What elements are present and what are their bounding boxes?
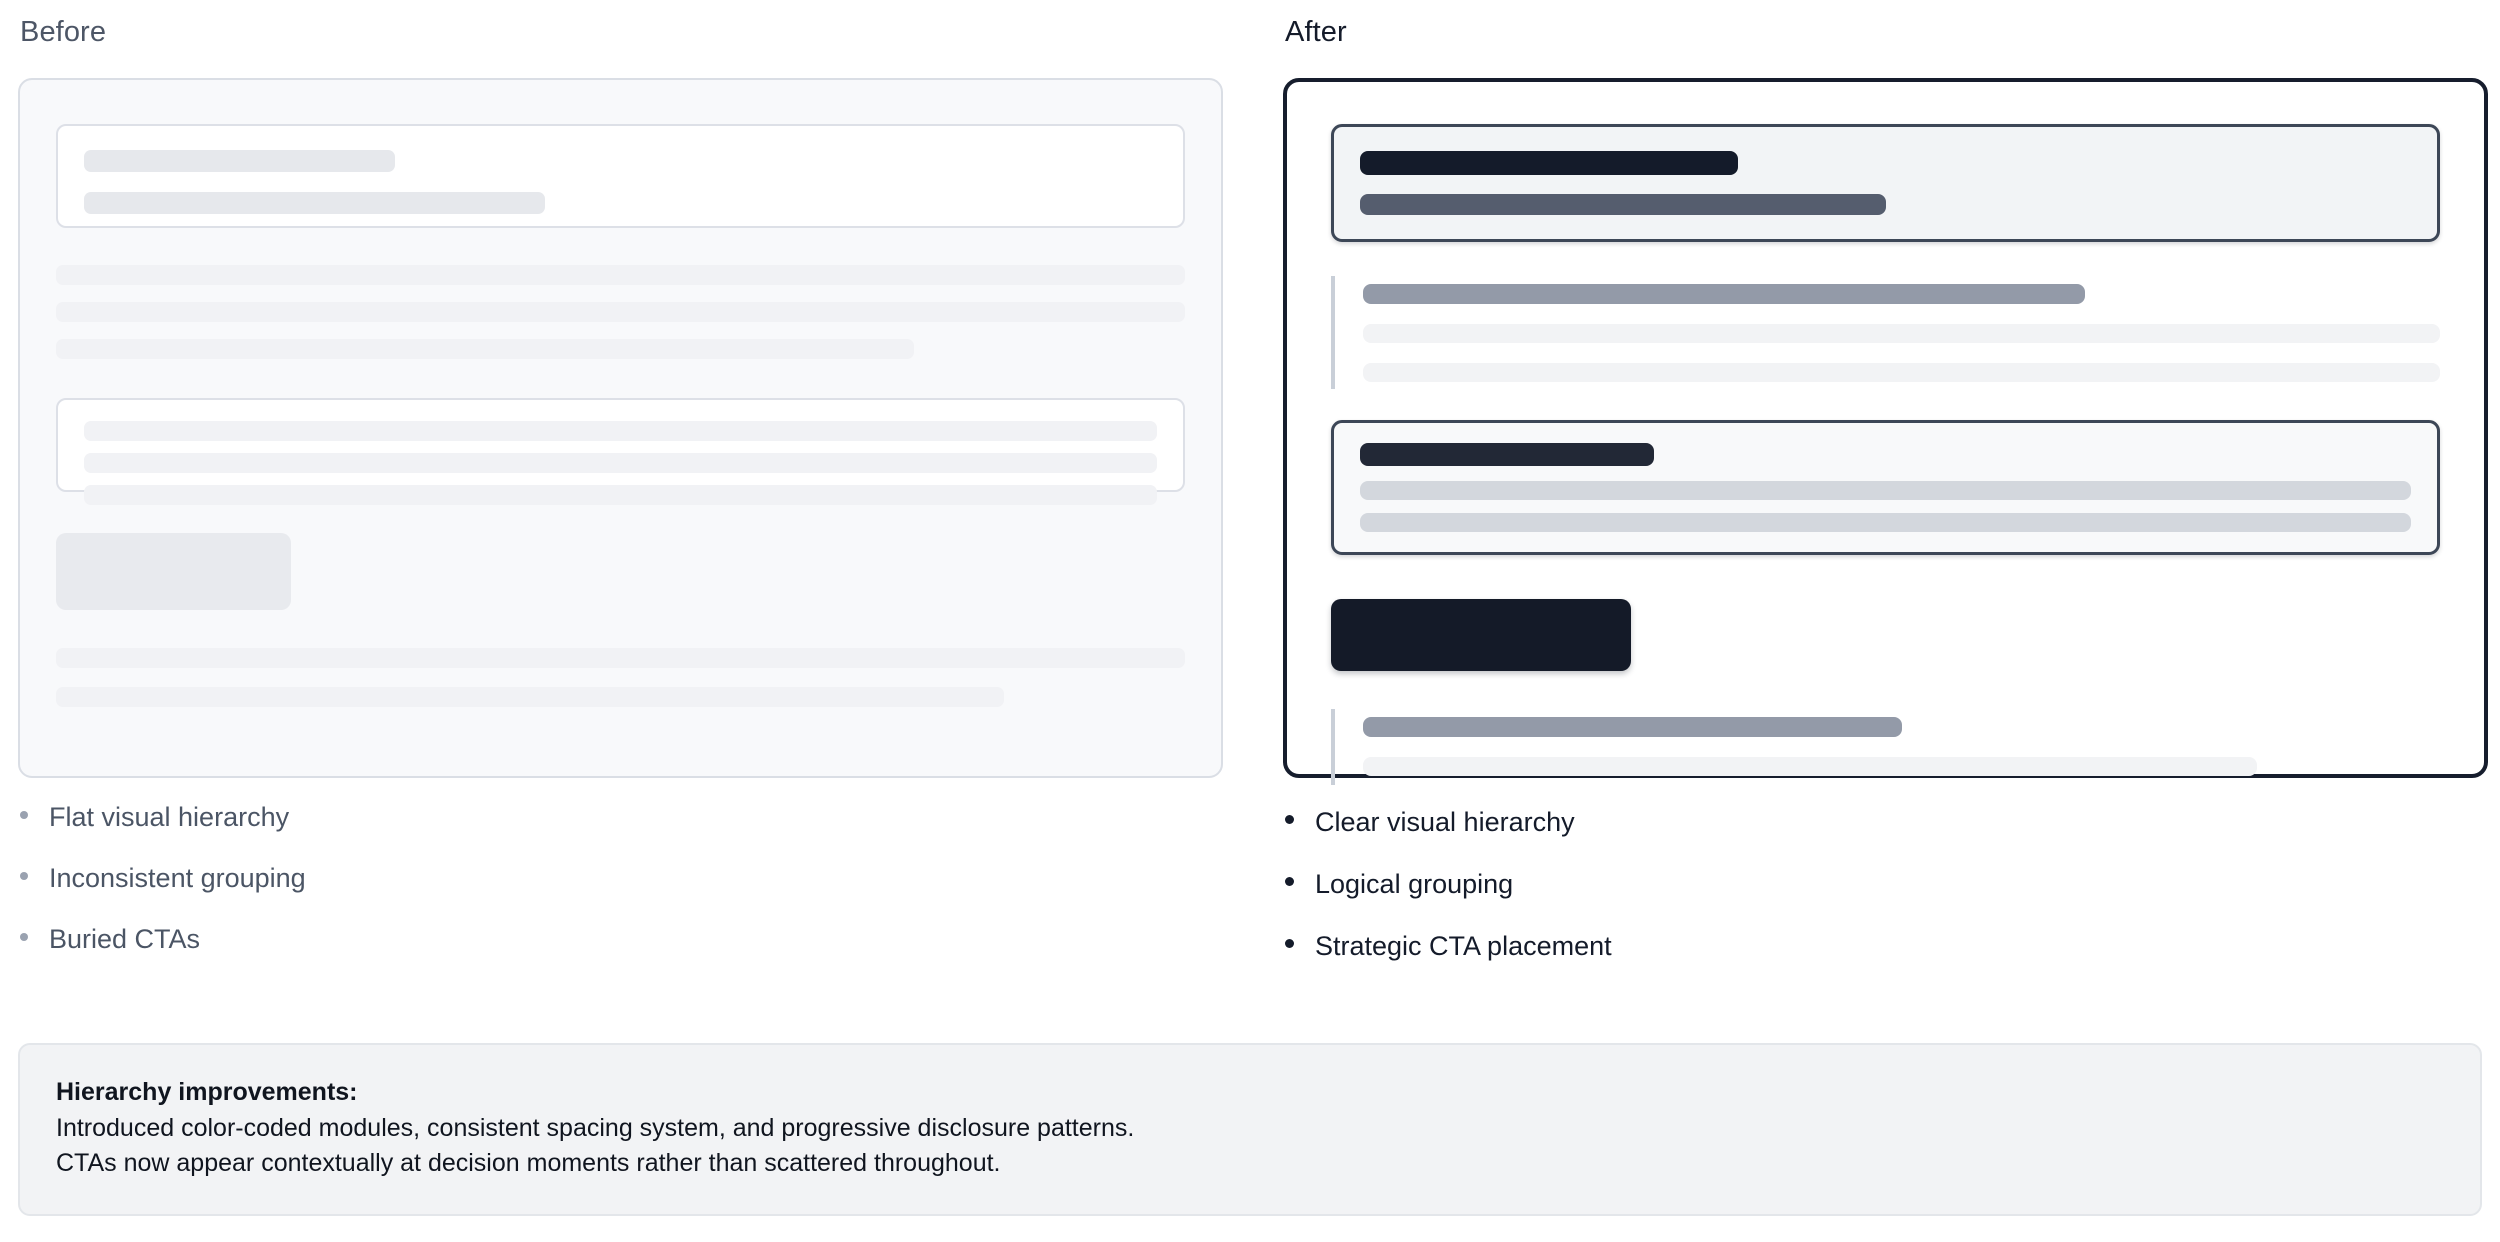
after-primary-title-bar: [1360, 151, 1739, 175]
before-loose-lines-group-2: [56, 648, 1185, 707]
after-body-line-bar: [1363, 363, 2440, 382]
bullet-dot-icon: [1285, 815, 1294, 824]
before-line-bar: [84, 485, 1157, 505]
note-line-2: CTAs now appear contextually at decision…: [56, 1149, 1001, 1177]
after-module-line-bar: [1360, 513, 2411, 532]
list-item: Buried CTAs: [18, 926, 1223, 953]
list-item-label: Strategic CTA placement: [1315, 931, 1612, 961]
hierarchy-improvements-note: Hierarchy improvements: Introduced color…: [18, 1043, 2482, 1216]
after-body-line-bar: [1363, 324, 2440, 343]
bullet-dot-icon: [20, 811, 28, 819]
list-item-label: Logical grouping: [1315, 869, 1514, 899]
before-label: Before: [20, 16, 107, 48]
after-module-title-bar: [1360, 443, 1655, 466]
before-card-body: [56, 398, 1185, 505]
note-title: Hierarchy improvements:: [56, 1078, 358, 1106]
after-section-group-1: [1331, 276, 2440, 389]
after-benefit-list: Clear visual hierarchy Logical grouping …: [1283, 809, 2488, 960]
list-item: Inconsistent grouping: [18, 865, 1223, 892]
list-item: Flat visual hierarchy: [18, 804, 1223, 831]
before-card-header: [56, 124, 1185, 228]
before-title-bar: [84, 150, 396, 172]
bullet-dot-icon: [20, 872, 28, 880]
bullet-dot-icon: [1285, 939, 1294, 948]
after-mockup-panel: [1283, 78, 2488, 785]
after-section-group-2: [1331, 709, 2440, 785]
after-secondary-title-bar: [1360, 194, 1886, 215]
before-buried-cta-block[interactable]: [56, 533, 291, 610]
before-column: Before: [18, 0, 1223, 953]
before-issue-list: Flat visual hierarchy Inconsistent group…: [18, 804, 1223, 953]
after-body-line-bar: [1363, 757, 2257, 776]
before-line-bar: [84, 453, 1157, 473]
after-card-module: [1331, 420, 2440, 555]
note-line-1: Introduced color-coded modules, consiste…: [56, 1113, 1135, 1142]
before-card-lines: [84, 421, 1157, 505]
before-line-bar: [56, 687, 1005, 707]
before-line-bar: [56, 302, 1185, 322]
after-card-header: [1331, 124, 2440, 242]
before-line-bar: [56, 339, 915, 359]
list-item-label: Flat visual hierarchy: [49, 802, 290, 832]
bullet-dot-icon: [1285, 877, 1294, 886]
after-section-heading-bar: [1363, 284, 2085, 304]
after-primary-cta-button[interactable]: [1331, 599, 1631, 671]
list-item: Strategic CTA placement: [1283, 933, 2488, 960]
before-subtitle-bar: [84, 192, 546, 214]
after-module-line-bar: [1360, 481, 2411, 500]
list-item-label: Clear visual hierarchy: [1315, 807, 1575, 837]
list-item-label: Inconsistent grouping: [49, 863, 306, 893]
before-mockup-panel: [18, 78, 1223, 778]
after-label: After: [1285, 16, 1347, 48]
after-section-heading-bar: [1363, 717, 1902, 737]
before-line-bar: [56, 648, 1185, 668]
list-item: Clear visual hierarchy: [1283, 809, 2488, 836]
bullet-dot-icon: [20, 933, 28, 941]
list-item: Logical grouping: [1283, 871, 2488, 898]
before-line-bar: [56, 265, 1185, 285]
after-column: After: [1283, 0, 2488, 995]
list-item-label: Buried CTAs: [49, 924, 201, 954]
before-loose-lines-group-1: [56, 265, 1185, 359]
before-line-bar: [84, 421, 1157, 441]
before-after-comparison: Before: [18, 0, 2488, 995]
